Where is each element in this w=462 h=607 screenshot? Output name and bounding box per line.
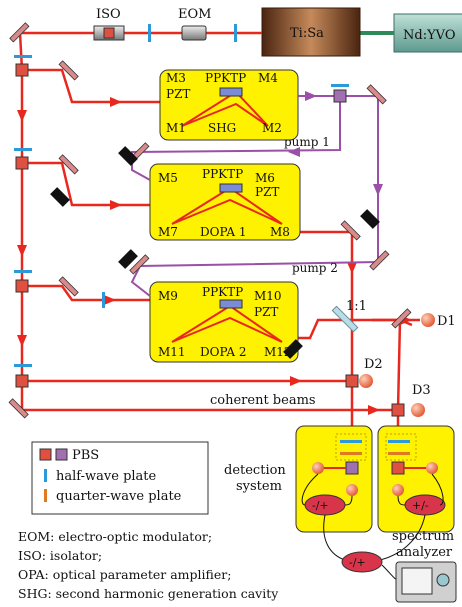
system-label: system (236, 479, 282, 494)
coherent-beams-label: coherent beams (210, 393, 316, 408)
legend: PBS half-wave plate quarter-wave plate (31, 441, 209, 515)
spectrum-label: spectrum (392, 529, 454, 544)
shg-label: SHG (208, 121, 236, 135)
eom-label: EOM (178, 7, 211, 22)
detection-system-right: +/- (377, 425, 455, 533)
legend-pbs-purple-swatch (55, 448, 68, 461)
ppktp-crystal (219, 183, 243, 193)
m11-label: M11 (158, 345, 186, 359)
pump2-label: pump 2 (292, 261, 338, 275)
shg-cavity: M3 PPKTP M4 PZT M1 SHG M2 (159, 69, 299, 141)
m2-label: M2 (262, 121, 282, 135)
ppktp-label: PPKTP (205, 71, 246, 85)
legend-pbs-red-swatch (39, 448, 52, 461)
tisa-laser: Ti:Sa (261, 7, 361, 57)
ppktp-label: PPKTP (202, 285, 243, 299)
pump1-label: pump 1 (284, 135, 330, 149)
legend-half-wave-label: half-wave plate (56, 469, 157, 484)
abbreviation-notes: EOM: electro-optic modulator; ISO: isola… (18, 527, 318, 603)
ndyvo-laser: Nd:YVO (393, 13, 462, 53)
dopa2-cavity: M9 PPKTP M10 PZT M11 DOPA 2 M12 (149, 281, 299, 363)
beam-splitter (331, 305, 359, 333)
m6-label: M6 (255, 171, 275, 185)
m10-label: M10 (254, 289, 282, 303)
pzt-label: PZT (254, 305, 278, 319)
combiner-label: -/+ (349, 556, 366, 569)
m12-label: M12 (264, 345, 292, 359)
m9-label: M9 (158, 289, 178, 303)
pump-arrows (288, 91, 383, 196)
note-iso: ISO: isolator; (18, 548, 103, 563)
right-subtractor-label: +/- (412, 499, 429, 512)
pbs-cubes (15, 63, 405, 417)
detector-d3 (411, 403, 425, 417)
ndyvo-label: Nd:YVO (403, 28, 455, 43)
pzt-label: PZT (255, 185, 279, 199)
legend-quarter-wave-label: quarter-wave plate (56, 489, 182, 504)
pump-beams (130, 95, 379, 297)
dopa1-label: DOPA 1 (200, 225, 247, 239)
detectors (359, 313, 435, 417)
m8-label: M8 (270, 225, 290, 239)
d1-label: D1 (437, 314, 456, 329)
ppktp-label: PPKTP (202, 167, 243, 181)
dopa1-cavity: M5 PPKTP M6 PZT M7 DOPA 1 M8 (149, 163, 301, 241)
detection-system-left: -/+ (295, 425, 373, 533)
beam-blocks (50, 146, 380, 359)
note-shg: SHG: second harmonic generation cavity (18, 586, 279, 601)
spectrum-analyzer (395, 561, 457, 603)
m5-label: M5 (158, 171, 178, 185)
eom: EOM (178, 7, 211, 41)
pzt-label: PZT (166, 87, 190, 101)
legend-half-wave-swatch (44, 469, 47, 482)
d2-label: D2 (364, 357, 383, 372)
ppktp-crystal (219, 87, 243, 97)
legend-quarter-wave-swatch (44, 489, 47, 502)
detection-label: detection (224, 463, 286, 478)
m4-label: M4 (258, 71, 278, 85)
iso-label: ISO (96, 7, 121, 22)
analyzer-label: analyzer (396, 545, 453, 560)
d3-label: D3 (412, 383, 431, 398)
ppktp-crystal (219, 299, 243, 309)
note-opa: OPA: optical parameter amplifier; (18, 567, 232, 582)
m3-label: M3 (166, 71, 186, 85)
detector-d2 (359, 374, 373, 388)
half-wave-plate (148, 24, 151, 42)
ratio-label: 1:1 (346, 299, 367, 314)
tisa-label: Ti:Sa (290, 26, 324, 41)
combiner: -/+ (323, 514, 426, 581)
note-eom: EOM: electro-optic modulator; (18, 529, 213, 544)
half-wave-plate (234, 24, 237, 42)
m7-label: M7 (158, 225, 178, 239)
isolator: ISO (93, 7, 125, 41)
dopa2-label: DOPA 2 (200, 345, 247, 359)
m1-label: M1 (166, 121, 186, 135)
left-subtractor-label: -/+ (312, 499, 329, 512)
legend-pbs-label: PBS (72, 448, 99, 463)
beam-arrows (17, 97, 412, 415)
half-wave-plates (14, 55, 349, 367)
detector-d1 (421, 313, 435, 327)
